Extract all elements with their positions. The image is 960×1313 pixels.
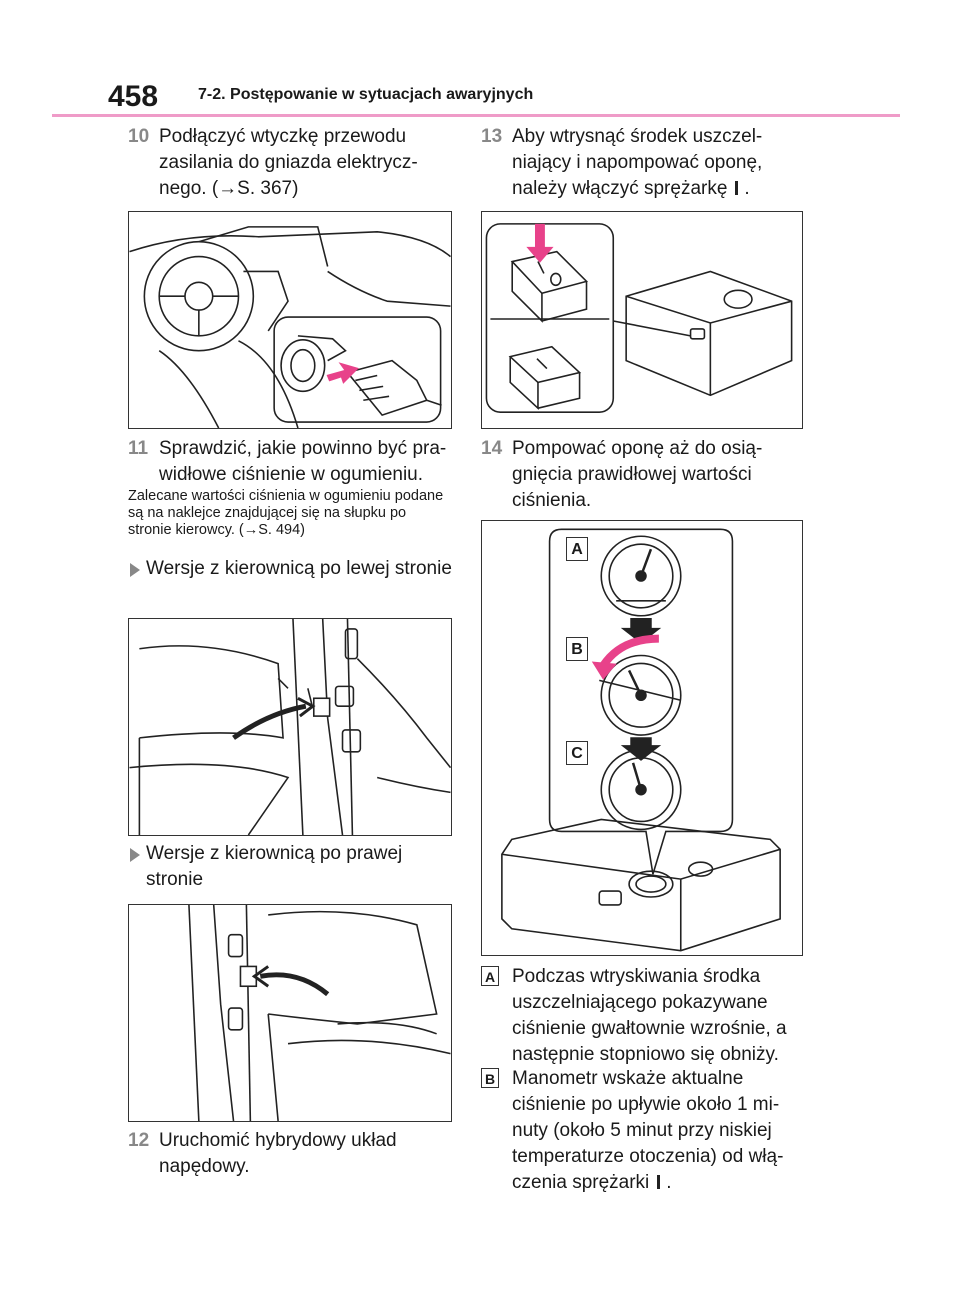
triangle-bullet-icon (130, 563, 140, 577)
step-text-body: Aby wtrysnąć środek uszczel-niający i na… (512, 126, 763, 199)
figure-rhd-pillar (128, 904, 452, 1122)
step-14: 14 Pompować oponę aż do osią-gnięcia pra… (481, 436, 803, 514)
step-number: 10 (128, 126, 150, 147)
subheading-text: Wersje z kierownicą po lewej stronie (146, 558, 452, 579)
step-10: 10 Podłączyć wtyczkę przewodu zasilania … (128, 124, 452, 202)
step-text: Aby wtrysnąć środek uszczel-niający i na… (481, 124, 803, 202)
legend-label-a: A (481, 966, 499, 986)
figure-compressor-switch (481, 211, 803, 429)
step-11-note: Zalecane wartości ciśnienia w ogumieniu … (128, 488, 444, 538)
legend-text: Manometr wskaże aktualne ciśnienie po up… (481, 1066, 803, 1196)
legend-a: A Podczas wtryskiwania środka uszczelnia… (481, 964, 803, 1068)
step-text: Pompować oponę aż do osią-gnięcia prawid… (512, 438, 763, 511)
step-11: 11 Sprawdzić, jakie powinno być pra-widł… (128, 436, 452, 488)
legend-b: B Manometr wskaże aktualne ciśnienie po … (481, 1066, 803, 1196)
legend-text: Podczas wtryskiwania środka uszczelniają… (512, 966, 787, 1065)
legend-text-body: Manometr wskaże aktualne ciśnienie po up… (512, 1068, 784, 1193)
figure-label-b: B (566, 637, 588, 661)
switch-on-icon (735, 181, 739, 195)
triangle-bullet-icon (130, 848, 140, 862)
step-text: Sprawdzić, jakie powinno być pra-widłowe… (159, 438, 447, 485)
subheading-rhd: Wersje z kierownicą po prawej stronie (128, 841, 452, 893)
step-12: 12 Uruchomić hybrydowy układ napędowy. (128, 1128, 452, 1180)
step-text: Podłączyć wtyczkę przewodu zasilania do … (159, 126, 418, 199)
legend-text-end: . (666, 1172, 672, 1193)
figure-label-a: A (566, 537, 588, 561)
step-text: Uruchomić hybrydowy układ napędowy. (159, 1130, 397, 1177)
page-number: 458 (108, 80, 159, 113)
figure-label-c: C (566, 741, 588, 765)
step-text-end: . (744, 178, 750, 199)
step-number: 11 (128, 438, 149, 459)
figure-power-socket (128, 211, 452, 429)
section-title: 7-2. Postępowanie w sytuacjach awaryjnyc… (198, 86, 534, 103)
figure-pressure-gauges: A B C (481, 520, 803, 956)
switch-on-icon (657, 1175, 661, 1189)
subheading-lhd: Wersje z kierownicą po lewej stronie (128, 556, 452, 582)
legend-label-b: B (481, 1068, 499, 1088)
figure-lhd-pillar (128, 618, 452, 836)
step-number: 12 (128, 1130, 150, 1151)
step-number: 13 (481, 126, 503, 147)
subheading-text: Wersje z kierownicą po prawej stronie (146, 843, 403, 890)
step-number: 14 (481, 438, 503, 459)
header-rule (52, 114, 900, 117)
step-13: 13 Aby wtrysnąć środek uszczel-niający i… (481, 124, 803, 202)
